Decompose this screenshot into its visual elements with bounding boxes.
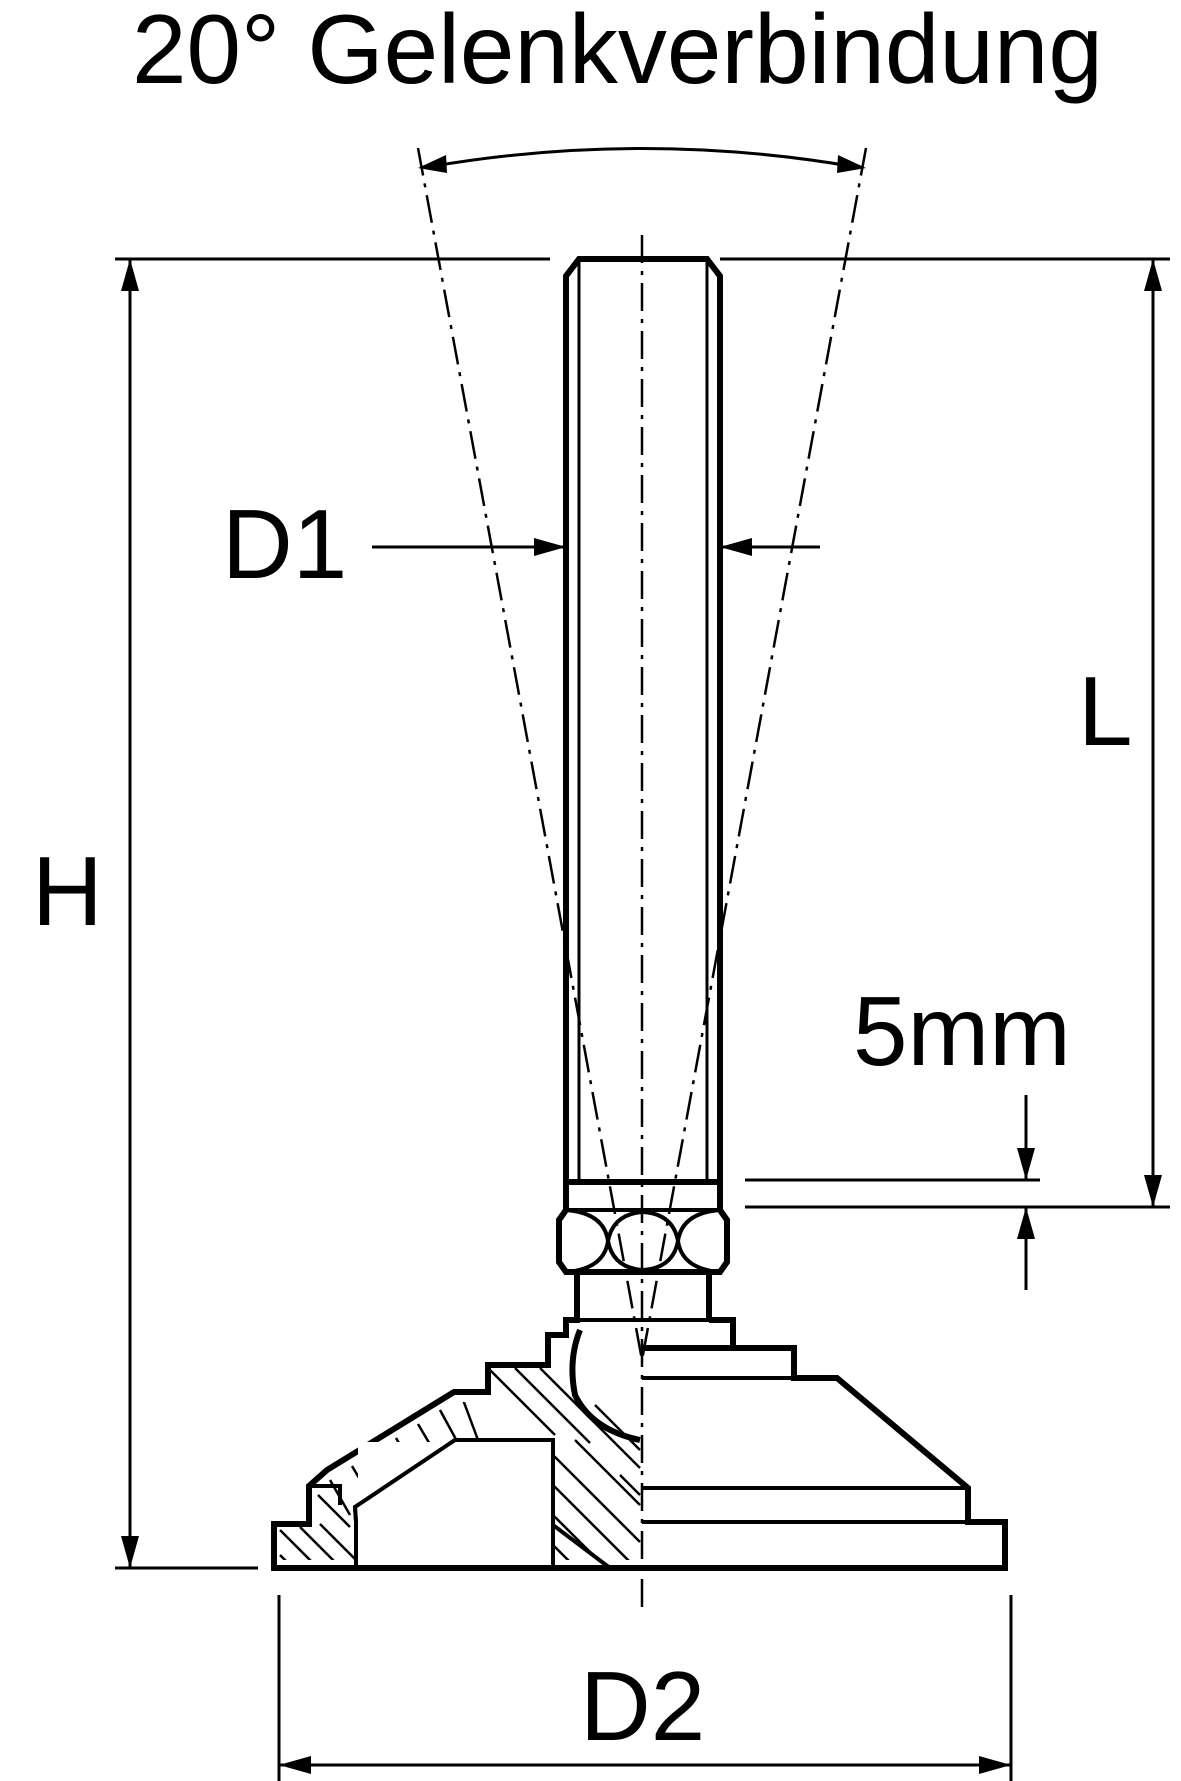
- hex-nut: [556, 1179, 730, 1275]
- ball-neck: [574, 1272, 712, 1322]
- base-left-section: [271, 1317, 642, 1571]
- label-5mm: 5mm: [853, 976, 1071, 1086]
- dimension-d2: [277, 1595, 1013, 1781]
- threaded-shaft: [563, 256, 723, 1182]
- hatch-foot: [279, 1494, 357, 1560]
- base-right-view: [642, 1317, 1008, 1571]
- label-d2: D2: [580, 1651, 705, 1761]
- tilt-line-left: [416, 147, 644, 1361]
- dimension-d1: [372, 538, 820, 556]
- label-l: L: [1078, 656, 1133, 766]
- dimension-h: [115, 257, 550, 1570]
- angle-dimension: [418, 147, 866, 173]
- title: 20° Gelenkverbindung: [132, 0, 1103, 104]
- label-h: H: [32, 836, 103, 946]
- tilt-line-right: [640, 147, 868, 1361]
- hatch-core: [489, 1367, 641, 1560]
- label-d1: D1: [222, 489, 347, 599]
- dimension-5mm: [745, 1095, 1040, 1290]
- dimension-l: [720, 257, 1170, 1209]
